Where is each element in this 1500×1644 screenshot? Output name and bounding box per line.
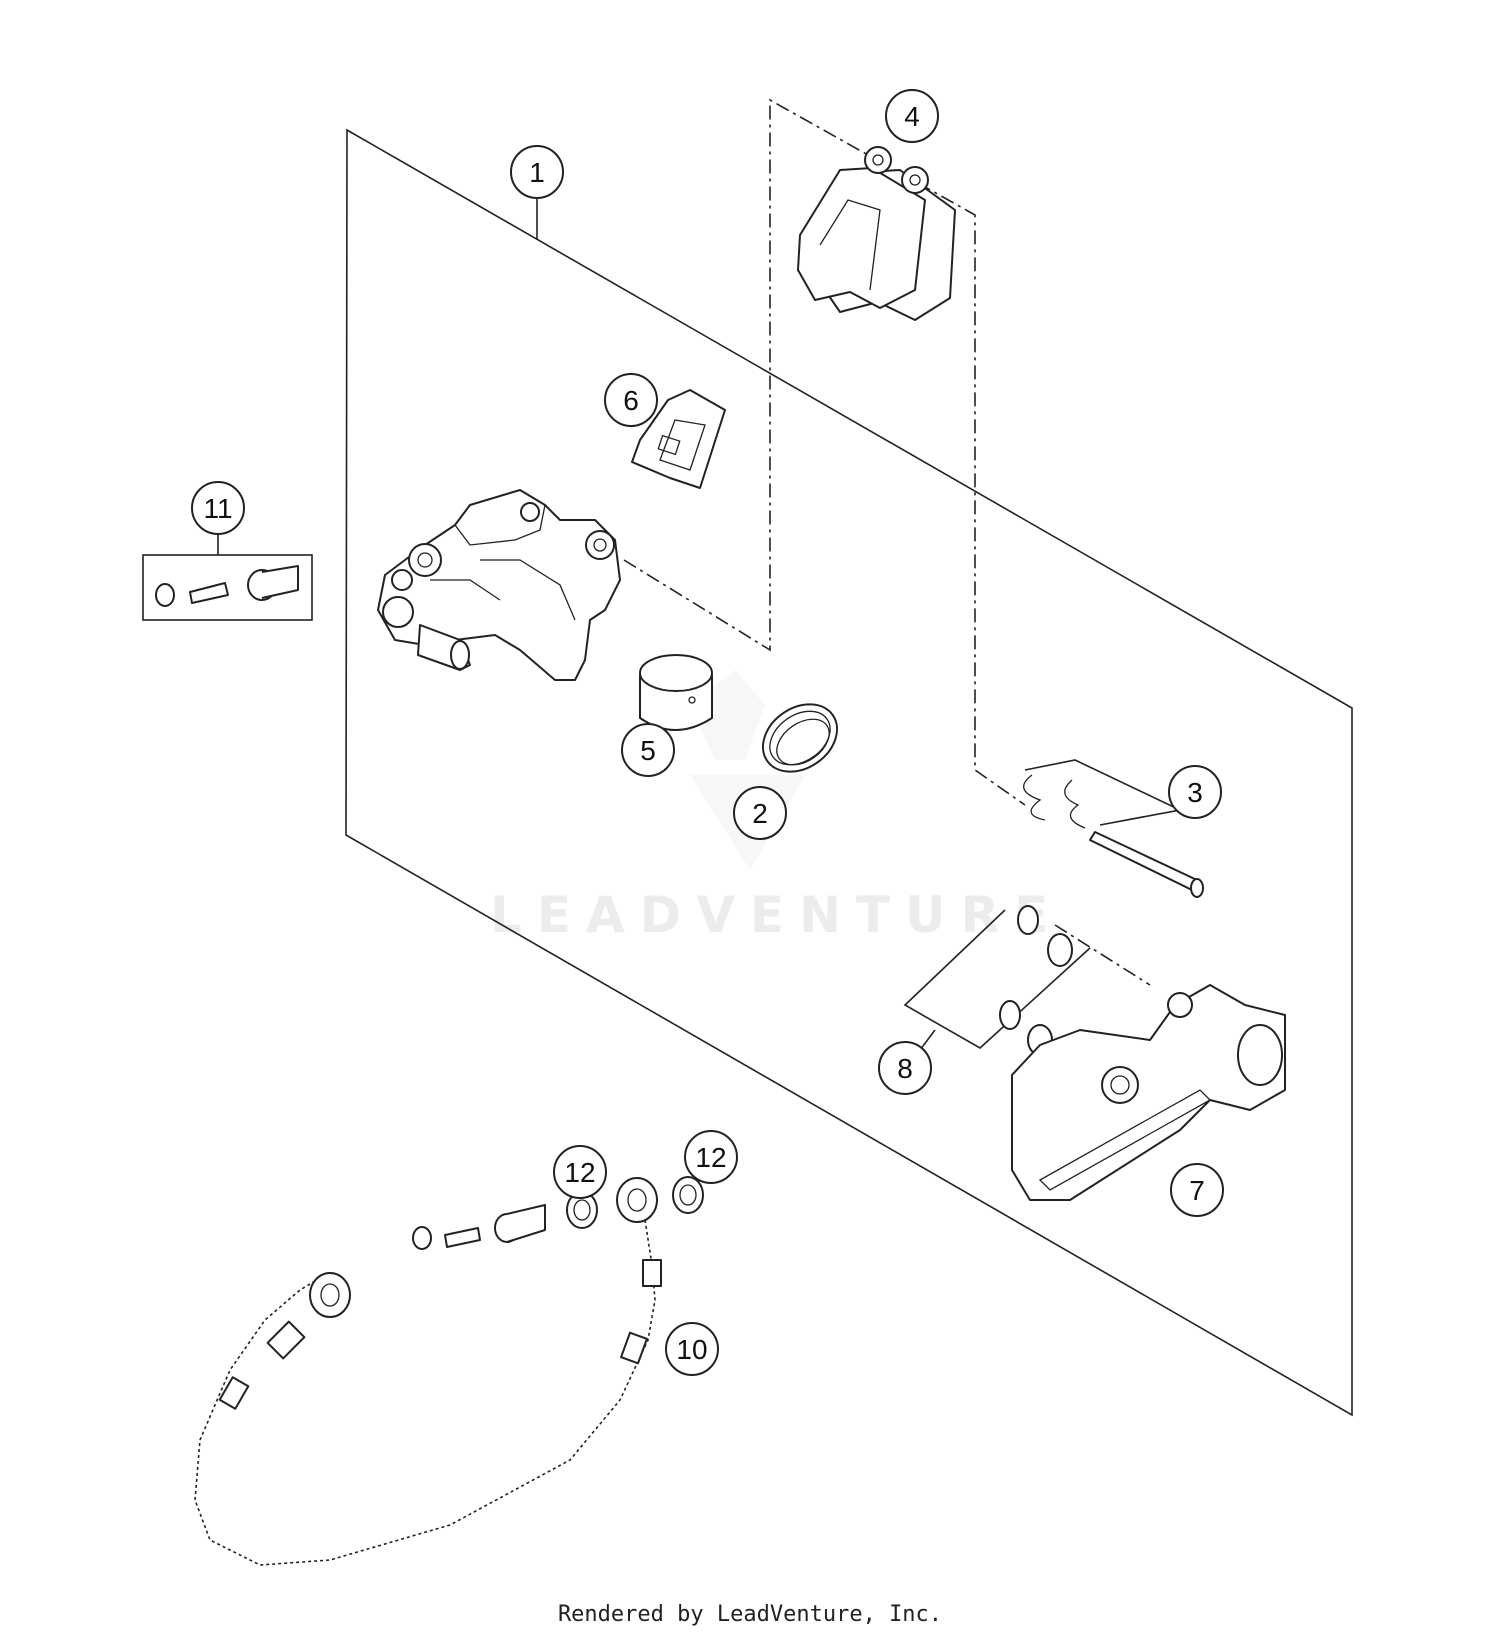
svg-text:5: 5 <box>640 735 656 766</box>
svg-text:7: 7 <box>1189 1175 1205 1206</box>
footer-credit: Rendered by LeadVenture, Inc. <box>557 1602 943 1627</box>
callout-10: 10 <box>665 1322 719 1376</box>
brake-hose <box>194 1177 662 1566</box>
seal-ring <box>761 703 839 773</box>
callout-6: 6 <box>604 373 658 427</box>
svg-text:6: 6 <box>623 385 639 416</box>
svg-text:12: 12 <box>695 1142 726 1173</box>
svg-text:8: 8 <box>897 1053 913 1084</box>
copper-washer-right <box>672 1176 704 1214</box>
callout-7: 7 <box>1170 1163 1224 1217</box>
slide-pins-and-boots <box>903 905 1091 1056</box>
svg-text:3: 3 <box>1187 777 1203 808</box>
banjo-bolt-assembly <box>412 1176 704 1250</box>
bleeder-set <box>142 523 313 621</box>
callout-1: 1 <box>510 145 564 199</box>
svg-text:12: 12 <box>564 1157 595 1188</box>
callout-8-leader <box>919 1029 936 1051</box>
svg-text:10: 10 <box>676 1334 707 1365</box>
callout-3: 3 <box>1168 765 1222 819</box>
callout-11: 11 <box>191 481 245 535</box>
callout-4: 4 <box>885 89 939 143</box>
svg-text:2: 2 <box>752 798 768 829</box>
callout-2: 2 <box>733 786 787 840</box>
callout-12-right: 12 <box>684 1130 738 1184</box>
sliding-pin-line <box>1054 924 1151 986</box>
callout-12-left: 12 <box>553 1145 607 1199</box>
caliper-bracket <box>1011 984 1286 1201</box>
caliper-housing <box>377 489 621 681</box>
watermark-text: LEADVENTURE <box>490 886 1063 944</box>
svg-text:1: 1 <box>529 157 545 188</box>
callout-5: 5 <box>621 723 675 777</box>
piston <box>639 654 713 731</box>
pad-spring <box>631 389 726 489</box>
group-1-frame <box>345 128 1353 1417</box>
pin-and-clips <box>1023 759 1204 898</box>
svg-text:11: 11 <box>203 493 232 524</box>
brake-pads <box>797 146 956 321</box>
callout-8: 8 <box>878 1041 932 1095</box>
svg-text:4: 4 <box>904 101 920 132</box>
